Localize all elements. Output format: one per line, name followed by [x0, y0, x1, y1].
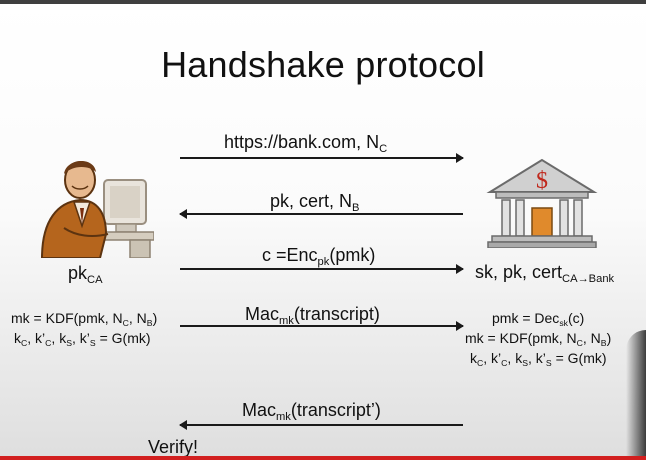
message-3-label: c =Encpk(pmk) — [262, 245, 376, 268]
message-1-arrow — [180, 153, 464, 163]
message-1-label: https://bank.com, NC — [224, 132, 388, 155]
message-5-arrow — [179, 420, 463, 430]
message-4-label: Macmk(transcript) — [245, 304, 380, 327]
message-3-arrow — [180, 264, 464, 274]
bank-building-icon: $ — [486, 158, 598, 248]
client-public-key-label: pkCA — [68, 263, 103, 286]
client-keys-line: kC, k’C, kS, k’S = G(mk) — [14, 330, 151, 349]
svg-text:$: $ — [536, 168, 548, 194]
message-2-label: pk, cert, NB — [270, 191, 360, 214]
server-keys-line: kC, k’C, kS, k’S = G(mk) — [470, 350, 607, 369]
person-at-computer-icon — [40, 160, 154, 258]
client-kdf-line: mk = KDF(pmk, NC, NB) — [11, 310, 158, 329]
message-4-arrow — [180, 321, 464, 331]
verify-label: Verify! — [148, 437, 199, 457]
server-key-label: sk, pk, certCA→Bank — [475, 262, 615, 285]
server-kdf-line: mk = KDF(pmk, NC, NB) — [465, 330, 612, 349]
message-2-arrow — [179, 209, 463, 219]
slide-title: Handshake protocol — [161, 44, 485, 85]
message-5-label: Macmk(transcript’) — [242, 400, 381, 423]
bottom-border — [0, 456, 646, 460]
top-border — [0, 0, 646, 4]
presenter-silhouette — [626, 330, 646, 460]
server-decrypt-line: pmk = Decsk(c) — [492, 310, 585, 329]
